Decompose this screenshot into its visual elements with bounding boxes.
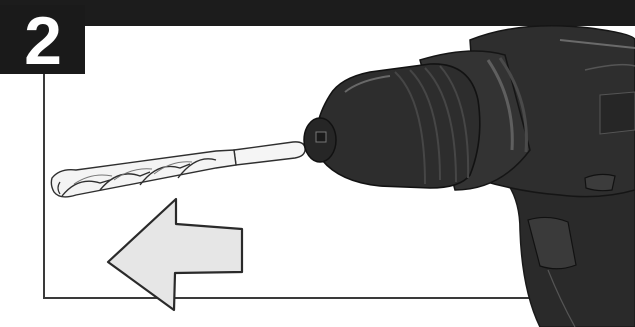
direction-arrow [106,197,244,312]
step-number: 2 [24,2,62,79]
drill-body [303,25,635,327]
panel-border-left [43,26,45,298]
header-bar [0,0,635,26]
drill-bit [50,141,306,198]
panel-border-bottom [43,297,635,299]
step-number-badge: 2 [0,2,85,79]
